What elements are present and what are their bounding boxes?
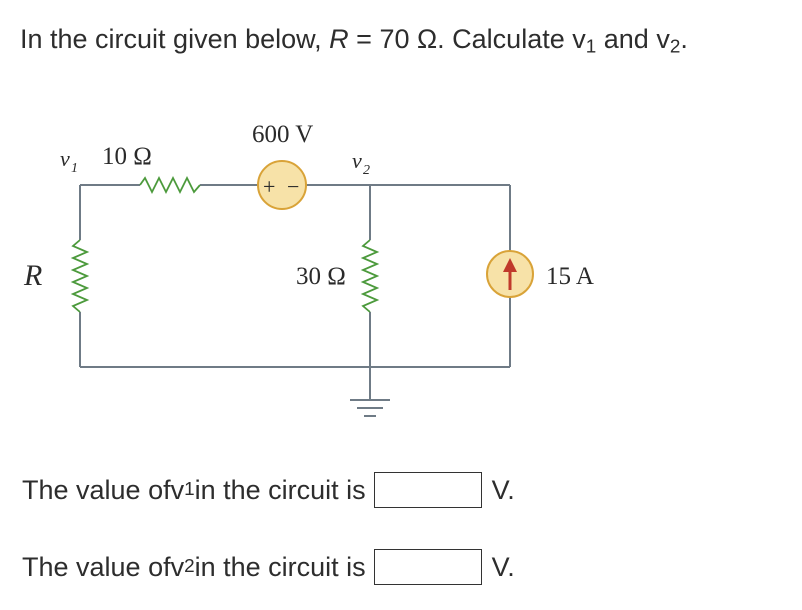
answer-v2-prefix: The value of	[22, 551, 171, 582]
v1-subscript: 1	[585, 36, 597, 58]
v1-node-subscript: 1	[71, 161, 78, 176]
source-600v-label: 600 V	[252, 121, 313, 148]
answer-v1-unit: V.	[491, 474, 515, 505]
ground-icon	[350, 399, 390, 417]
r10-label: 10 Ω	[102, 143, 152, 170]
answer-v1-var: v	[170, 474, 185, 505]
answer-v1-prefix: The value of	[22, 474, 171, 505]
question-prefix: In the circuit given below,	[20, 24, 330, 54]
answer-v2-suffix: in the circuit is	[194, 551, 366, 582]
v1-symbol: v	[572, 24, 586, 54]
current-source-15a	[486, 250, 534, 298]
plus-sign: +	[263, 174, 275, 199]
and-text: and	[596, 24, 657, 54]
r-symbol: R	[329, 24, 349, 54]
resistor-30-ohm	[360, 239, 380, 313]
v2-answer-input[interactable]	[373, 549, 482, 585]
answer-v2-unit: V.	[491, 551, 515, 582]
answer-v2-var: v	[170, 551, 185, 582]
v2-node-label: v	[352, 148, 362, 173]
v1-answer-input[interactable]	[373, 472, 482, 508]
resistor-r	[70, 239, 90, 313]
up-arrow-icon	[503, 258, 517, 272]
resistor-10-ohm	[139, 175, 201, 195]
question-suffix: .	[680, 24, 688, 54]
voltage-source-600v: + −	[257, 160, 307, 210]
answer-v1-sub: 1	[184, 479, 195, 500]
minus-sign: −	[287, 174, 299, 199]
question-text: In the circuit given below, R = 70 Ω. Ca…	[20, 24, 688, 59]
circuit-wires	[79, 184, 511, 400]
circuit-diagram: + − v 1 10 Ω 600 V v 2 R 30 Ω 15 A	[23, 121, 594, 417]
r-label: R	[23, 259, 42, 292]
v2-symbol: v	[656, 24, 670, 54]
answer-v1-suffix: in the circuit is	[194, 474, 366, 505]
answer-v2-sub: 2	[184, 556, 195, 577]
v1-node-label: v	[60, 146, 70, 171]
v2-node-subscript: 2	[363, 163, 370, 178]
v2-subscript: 2	[669, 36, 681, 58]
r30-label: 30 Ω	[296, 263, 346, 290]
current-15a-label: 15 A	[546, 263, 594, 290]
r-value-text: = 70 Ω. Calculate	[348, 24, 573, 54]
